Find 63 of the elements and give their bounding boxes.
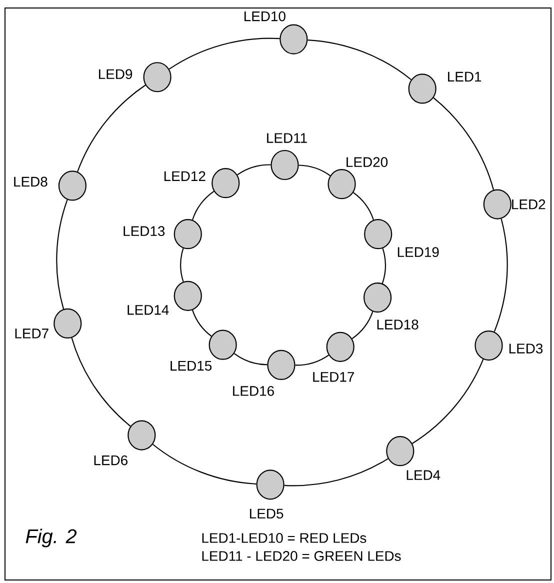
led-label: LED16 [233,386,274,396]
led-ellipse [128,420,156,450]
led-label: LED9 [99,69,132,80]
led-label: LED18 [377,320,418,330]
wire-arc [237,164,271,176]
led-ellipse [270,150,299,180]
led-ellipse [174,280,202,311]
wire-arc [382,248,386,284]
led-label: LED6 [94,455,128,466]
note-text: LED1-LED10 = RED LEDs [202,533,366,543]
led-ellipse [267,350,296,380]
led-label: LED1 [448,72,482,82]
wire-arc [192,310,212,337]
led-label: LED19 [398,247,439,258]
wire-arc [353,192,374,220]
wire-arc [352,311,374,340]
led-ellipse [364,282,392,313]
led-label: LED5 [250,508,284,519]
led-label: LED7 [15,328,48,338]
wire-arc [295,354,329,366]
led-ellipse [326,332,354,362]
led-label: LED17 [313,372,354,382]
led-label: LED12 [164,171,206,181]
led-ellipse [408,74,436,104]
led-ellipse [364,219,392,250]
wire-arc [284,458,388,486]
led-label: LED20 [346,157,388,168]
wire-arc [412,359,484,444]
wire-arc [433,97,494,190]
wire-arc [152,444,256,484]
led-ellipse [483,189,512,220]
led-ellipse [256,470,284,500]
led-label: LED2 [512,199,546,210]
led-label: LED3 [509,344,543,354]
wire-arc [308,40,412,80]
led-label: LED13 [124,226,165,236]
wire-arc [298,164,330,176]
led-label: LED4 [406,470,440,480]
wire-arc [192,190,214,220]
led-ellipse [58,170,86,201]
led-ellipse [474,330,503,361]
led-ellipse [174,219,202,250]
led-label: LED14 [128,305,169,315]
led-ellipse [143,62,172,92]
led-ellipse [280,24,308,54]
led-ellipse [386,436,414,466]
led-label: LED10 [244,11,286,22]
figure-caption: Fig. 2 [26,528,77,548]
led-ellipse [212,168,240,198]
led-ellipse [54,308,82,339]
wire-arc [56,200,68,310]
wire-arc [168,38,280,70]
wire-arc [180,248,184,282]
led-label: LED8 [14,176,48,187]
led-label: LED15 [170,361,212,371]
led-ellipse [208,330,237,360]
wire-arc [77,84,146,172]
wire-arc [71,338,131,427]
wire-arc [234,353,268,366]
note-text: LED11 - LED20 = GREEN LEDs [202,551,401,561]
led-ellipse [328,169,356,200]
wire-arc [494,218,508,332]
led-label: LED11 [267,133,307,143]
